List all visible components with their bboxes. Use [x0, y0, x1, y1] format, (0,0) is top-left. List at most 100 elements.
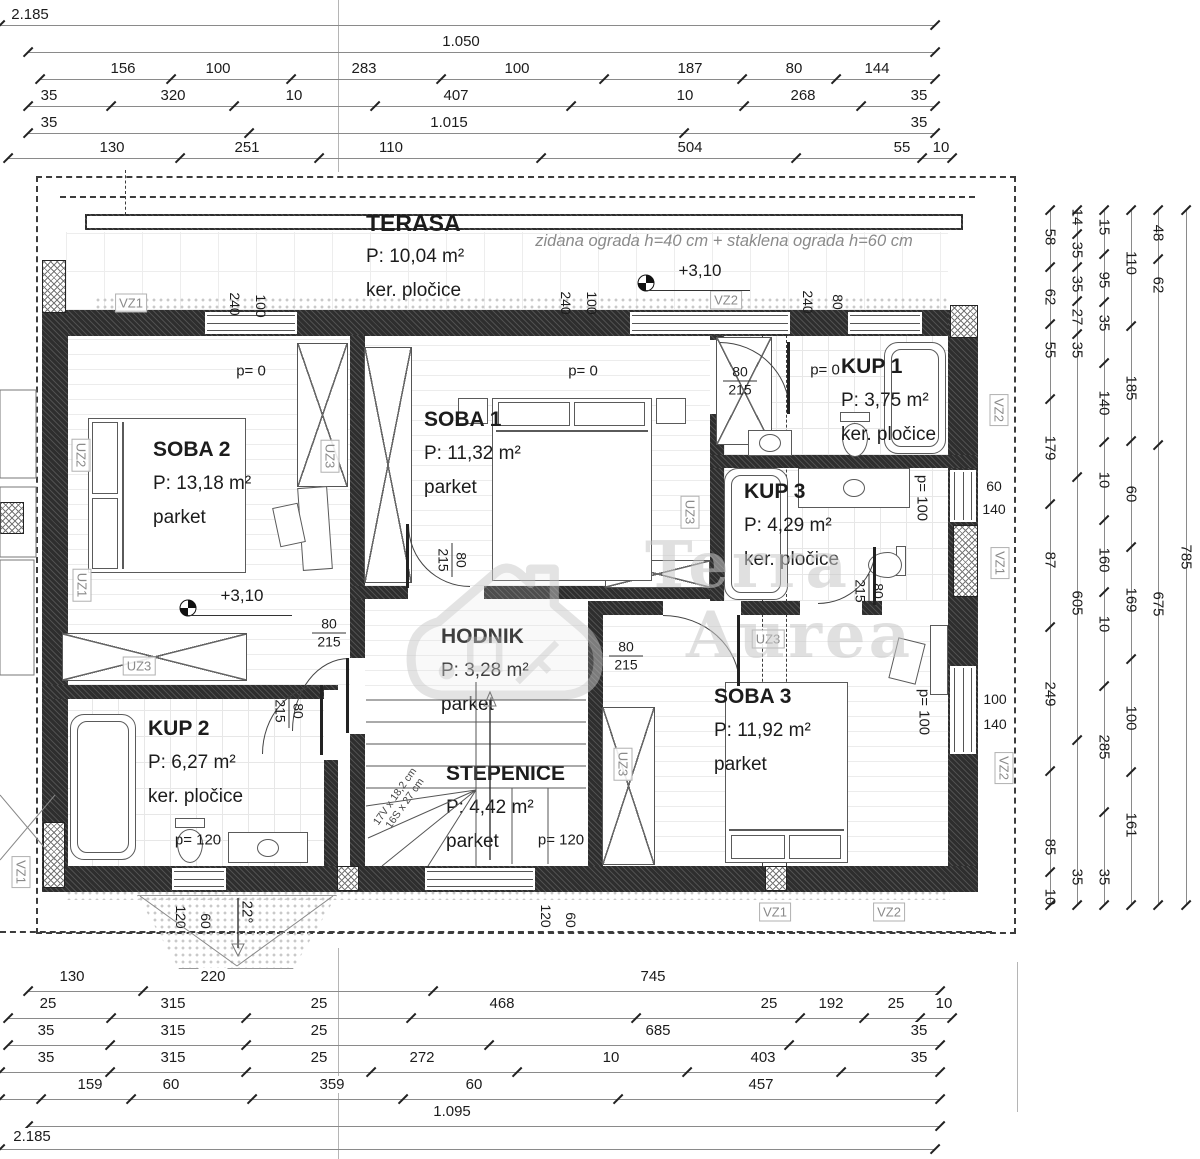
- room-area: P: 11,92 m²: [714, 720, 811, 741]
- wall-type-tag-vz1: VZ1: [115, 293, 147, 313]
- dimension-value: 140: [1095, 390, 1113, 416]
- dimension-value: 187: [675, 60, 705, 77]
- dimension-value: 2.185: [9, 6, 51, 23]
- parapet-height-label: p= 100: [915, 688, 933, 736]
- level-marker-icon: [179, 599, 197, 617]
- window-opening: [425, 868, 535, 890]
- dimension-value: 35: [908, 87, 930, 104]
- wall-type-tag-vz1: VZ1: [11, 856, 31, 888]
- door-width: 80: [618, 638, 634, 655]
- window-sill-line: [850, 330, 920, 331]
- window-opening: [630, 312, 790, 334]
- dimension-value: 675: [1149, 591, 1167, 617]
- dimension-value: 100: [1122, 705, 1140, 731]
- wall-type-tag-uz3: UZ3: [613, 747, 633, 781]
- dimension-value: 10: [283, 87, 305, 104]
- room-name: HODNIK: [441, 625, 524, 648]
- extension-line: [1017, 962, 1018, 1112]
- pebble-strip: [66, 890, 950, 900]
- wall-type-tag-vz2: VZ2: [710, 290, 742, 310]
- window-size-tag: 120: [173, 905, 189, 929]
- window-sill-line: [632, 330, 788, 331]
- dimension-line-vertical: [1104, 210, 1105, 905]
- wall: [42, 685, 324, 699]
- extension-line: [338, 0, 339, 172]
- dimension-line: [0, 1149, 935, 1150]
- window-sill-line: [850, 323, 920, 324]
- window-size-tag: 240: [558, 291, 574, 315]
- window-size-tag: 240: [227, 292, 243, 316]
- toilet-bowl: [842, 423, 868, 457]
- dimension-value: 87: [1041, 551, 1059, 569]
- room-name: KUP 2: [148, 717, 210, 740]
- wall-hatch-pillar: [43, 822, 65, 888]
- wall: [42, 310, 68, 890]
- railing-note: zidana ograda h=40 cm + staklena ograda …: [535, 232, 913, 250]
- window-sill-line: [954, 472, 955, 520]
- roof-outline-dashed: [36, 176, 1016, 934]
- bed-pillow: [498, 402, 570, 426]
- window-sill-line: [954, 668, 955, 752]
- projection-dashed-line: [786, 335, 787, 866]
- dimension-value: 220: [198, 968, 228, 985]
- dimension-value: 144: [862, 60, 892, 77]
- door-leaf: [787, 342, 790, 414]
- fraction-bar: [868, 574, 870, 608]
- bathtub-inner: [891, 349, 939, 447]
- dimension-line: [8, 158, 952, 159]
- room-floor: ker. pločice: [366, 280, 462, 301]
- dimension-value: 160: [1095, 547, 1113, 573]
- wall-hatch-pillar: [950, 305, 978, 338]
- dimension-value: 58: [1041, 228, 1059, 246]
- room-floor: ker. pločice: [744, 549, 840, 570]
- room-area: P: 3,75 m²: [841, 390, 929, 411]
- wall-hatch-pillar: [337, 866, 359, 891]
- dimension-value: 10: [674, 87, 696, 104]
- dimension-value: 27: [1068, 308, 1086, 326]
- room-area: P: 13,18 m²: [153, 473, 252, 494]
- door-height: 215: [614, 656, 638, 673]
- window-opening: [848, 312, 922, 334]
- dimension-value: 35: [1068, 341, 1086, 359]
- wall-type-tag-vz1: VZ1: [759, 902, 791, 922]
- dimension-value: 35: [38, 114, 60, 131]
- dimension-value: 48: [1149, 224, 1167, 242]
- dimension-line-vertical: [1050, 210, 1051, 905]
- dimension-value: 55: [1041, 341, 1059, 359]
- window-sill-line: [207, 323, 295, 324]
- dimension-value: 320: [158, 87, 188, 104]
- room-area: P: 6,27 m²: [148, 752, 236, 773]
- room-floor: ker. pločice: [841, 424, 937, 445]
- dimension-value: 95: [1095, 271, 1113, 289]
- wall: [961, 214, 963, 230]
- dimension-value: 407: [441, 87, 471, 104]
- wall: [588, 601, 603, 866]
- dimension-value: 283: [349, 60, 379, 77]
- dimension-line-vertical: [1131, 210, 1132, 905]
- parapet-height-label: p= 120: [174, 831, 222, 849]
- fraction-bar: [723, 380, 757, 382]
- window-size-tag: 240: [800, 290, 816, 314]
- door-opening: [408, 586, 484, 599]
- door-height: 215: [317, 633, 341, 650]
- wall-hatch-pillar: [765, 866, 787, 891]
- wall: [85, 228, 963, 230]
- window-sill-line: [971, 668, 972, 752]
- dimension-value: 35: [1095, 314, 1113, 332]
- dimension-value: 25: [308, 1022, 330, 1039]
- fraction-bar: [609, 655, 643, 657]
- window-sill-line: [963, 472, 964, 520]
- door-width: 80: [321, 615, 337, 632]
- wall: [42, 310, 978, 336]
- toilet-tank: [175, 818, 205, 828]
- window-opening: [950, 470, 976, 522]
- fraction-bar: [288, 694, 290, 728]
- dimension-line: [28, 52, 935, 53]
